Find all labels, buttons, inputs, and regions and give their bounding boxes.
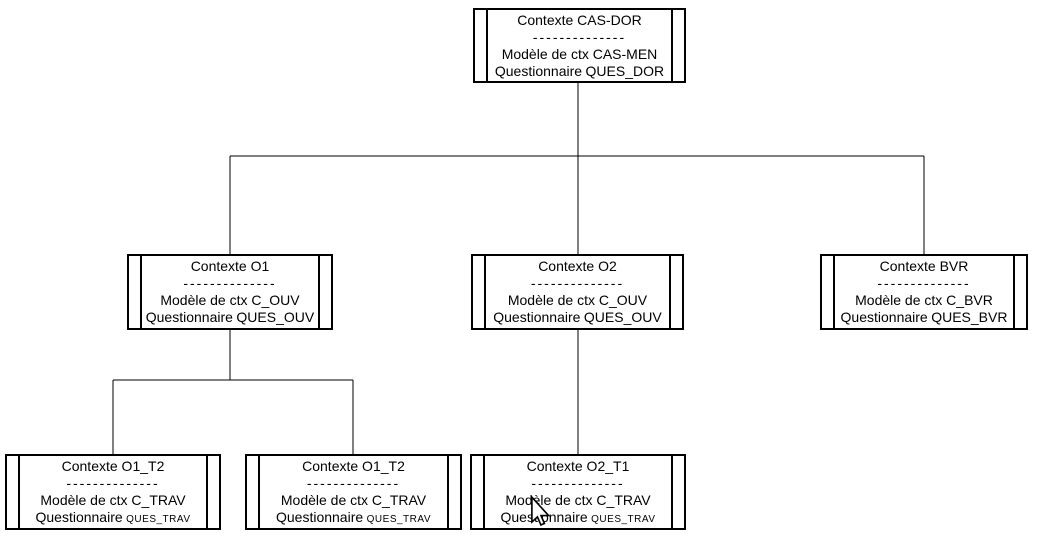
node-model-line: Modèle de ctx CAS-MEN xyxy=(501,46,658,62)
node-contexte-o2[interactable]: Contexte O2 -------------- Modèle de ctx… xyxy=(471,254,684,330)
node-left-compartment-line xyxy=(484,256,486,328)
node-model-line: Modèle de ctx C_OUV xyxy=(160,292,300,308)
node-model-line: Modèle de ctx C_TRAV xyxy=(505,492,651,508)
node-contexte-o1[interactable]: Contexte O1 -------------- Modèle de ctx… xyxy=(127,254,333,330)
node-right-compartment-line xyxy=(447,456,449,528)
node-left-compartment-line xyxy=(486,10,488,81)
node-separator: -------------- xyxy=(306,475,401,491)
node-left-compartment-line xyxy=(258,456,260,528)
node-model-line: Modèle de ctx C_TRAV xyxy=(40,492,186,508)
questionnaire-value: QUES_TRAV xyxy=(591,514,656,525)
node-title: Contexte BVR xyxy=(879,258,969,274)
questionnaire-label: Questionnaire xyxy=(145,309,233,325)
node-model-line: Modèle de ctx C_BVR xyxy=(855,292,993,308)
node-left-compartment-line xyxy=(483,456,485,528)
node-left-compartment-line xyxy=(140,256,142,328)
node-separator: -------------- xyxy=(531,475,625,491)
node-right-compartment-line xyxy=(1013,256,1015,328)
node-contexte-bvr[interactable]: Contexte BVR -------------- Modèle de ct… xyxy=(820,254,1028,330)
questionnaire-label: Questionnaire xyxy=(493,309,581,325)
node-separator: -------------- xyxy=(530,275,625,291)
node-left-compartment-line xyxy=(833,256,835,328)
node-left-compartment-line xyxy=(18,456,20,528)
node-contexte-o2-t1[interactable]: Contexte O2_T1 -------------- Modèle de … xyxy=(470,454,686,530)
node-separator: -------------- xyxy=(877,275,971,291)
node-right-compartment-line xyxy=(671,10,673,81)
questionnaire-value: QUES_OUV xyxy=(236,309,315,325)
questionnaire-value: QUES_TRAV xyxy=(126,514,191,525)
node-contexte-o1-t2-b[interactable]: Contexte O1_T2 -------------- Modèle de … xyxy=(245,454,462,530)
node-separator: -------------- xyxy=(183,275,277,291)
questionnaire-label: Questionnaire xyxy=(494,63,583,79)
questionnaire-label: Questionnaire xyxy=(35,509,123,525)
node-separator: -------------- xyxy=(532,29,627,45)
node-right-compartment-line xyxy=(669,256,671,328)
questionnaire-value: QUES_BVR xyxy=(931,309,1008,325)
questionnaire-value: QUES_OUV xyxy=(583,309,662,325)
node-title: Contexte O1_T2 xyxy=(302,458,405,474)
questionnaire-label: Questionnaire xyxy=(275,509,364,525)
node-right-compartment-line xyxy=(206,456,208,528)
node-right-compartment-line xyxy=(671,456,673,528)
node-model-line: Modèle de ctx C_TRAV xyxy=(280,492,427,508)
node-contexte-o1-t2-a[interactable]: Contexte O1_T2 -------------- Modèle de … xyxy=(5,454,221,530)
questionnaire-label: Questionnaire xyxy=(500,509,588,525)
node-title: Contexte O2 xyxy=(538,258,617,274)
node-contexte-cas-dor[interactable]: Contexte CAS-DOR -------------- Modèle d… xyxy=(473,8,686,83)
node-title: Contexte O1 xyxy=(190,258,270,274)
node-model-line: Modèle de ctx C_OUV xyxy=(507,292,648,308)
node-separator: -------------- xyxy=(66,475,160,491)
questionnaire-label: Questionnaire xyxy=(840,309,928,325)
node-right-compartment-line xyxy=(318,256,320,328)
node-title: Contexte O1_T2 xyxy=(61,458,165,474)
questionnaire-value: QUES_DOR xyxy=(585,63,665,79)
questionnaire-value: QUES_TRAV xyxy=(366,514,431,525)
node-title: Contexte O2_T1 xyxy=(526,458,630,474)
node-title: Contexte CAS-DOR xyxy=(517,12,642,28)
